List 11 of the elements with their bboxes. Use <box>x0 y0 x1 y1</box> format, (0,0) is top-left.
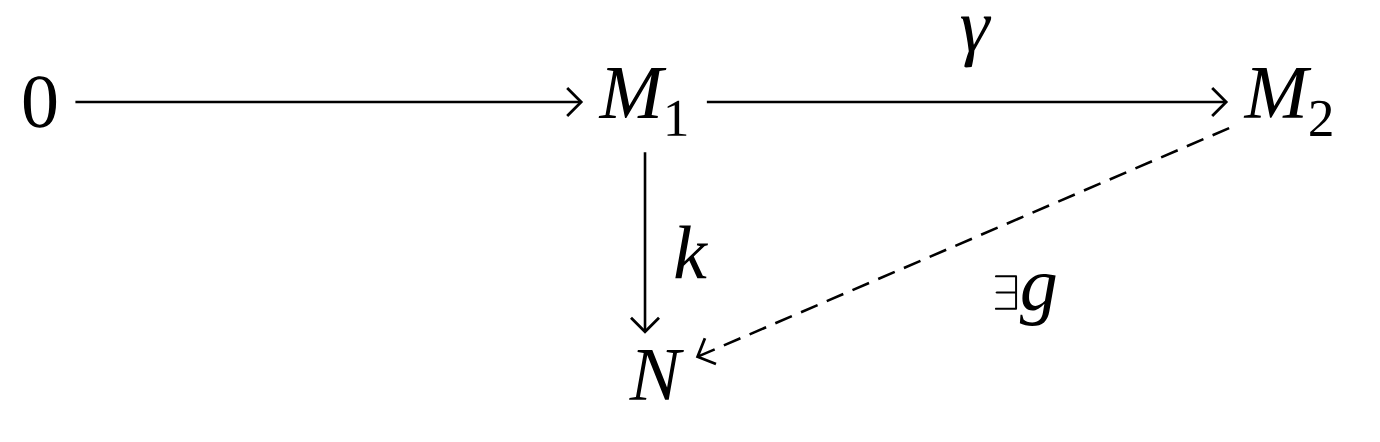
math-object: $N$ <box>629 350 684 400</box>
math-object: $M_2$ <box>1243 68 1332 136</box>
math-object: $M_1$ <box>598 68 687 136</box>
math-object: $0$ <box>23 76 57 128</box>
arrow <box>75 87 584 117</box>
arrow <box>706 87 1229 117</box>
edge-label: $k$ <box>675 225 708 279</box>
edge-label: $\gamma$ <box>960 16 992 68</box>
arrow <box>695 126 1230 366</box>
arrow <box>630 152 660 334</box>
edge-label: $\exists g$ <box>994 274 1056 326</box>
